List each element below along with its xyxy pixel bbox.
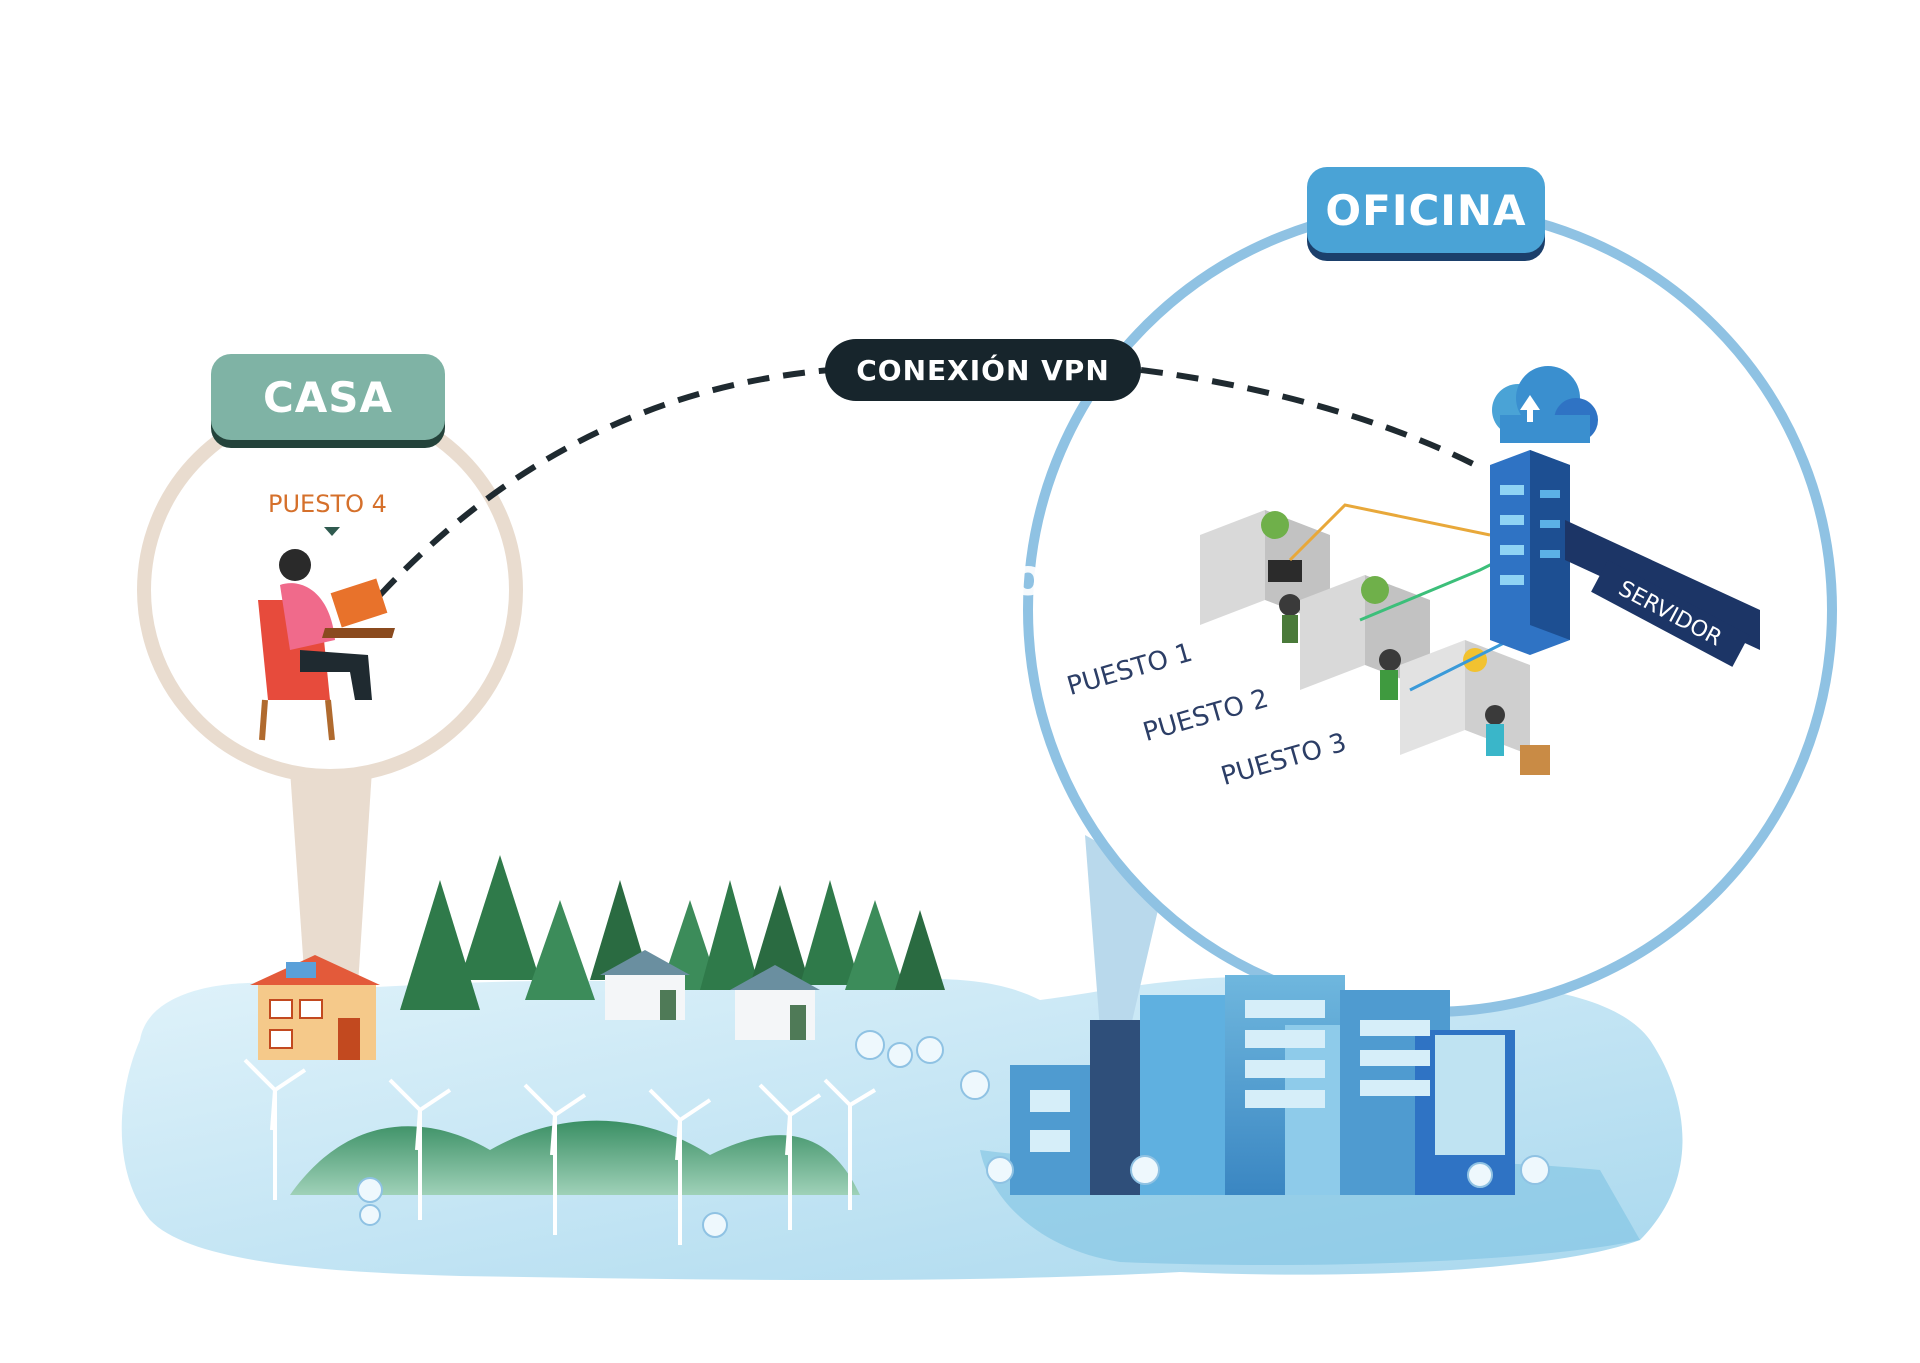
vpn-connection-label: CONEXIÓN VPN (825, 339, 1141, 401)
watermark-text: opie (1010, 548, 1144, 608)
casa-label: CASA (211, 354, 445, 440)
puesto-4-label: PUESTO 4 (268, 490, 387, 518)
casa-callout-tail (290, 770, 372, 985)
house-icon (250, 955, 380, 1060)
server-rack-icon (1490, 450, 1570, 655)
oficina-label: OFICINA (1307, 167, 1545, 253)
